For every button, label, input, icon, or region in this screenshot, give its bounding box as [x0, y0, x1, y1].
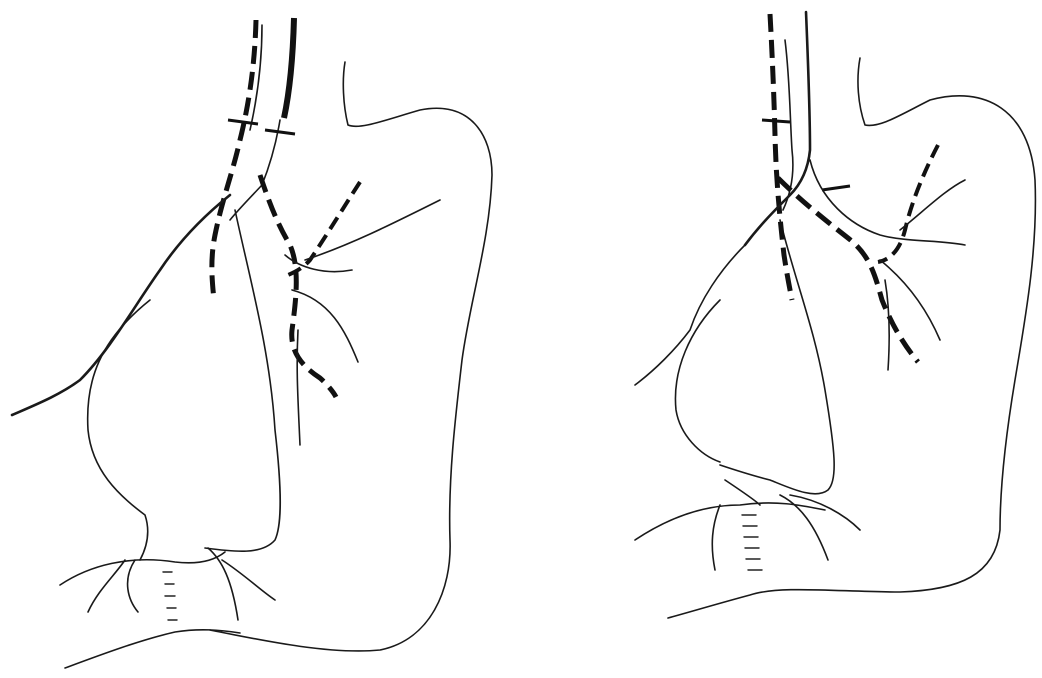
left-celiac-dashed — [288, 182, 360, 275]
right-cut-mark-posterior — [822, 186, 850, 190]
left-posterior-vagus-trunk — [284, 18, 294, 118]
left-esophagus-right-wall — [210, 62, 492, 651]
left-branch-descend-1 — [292, 290, 358, 362]
right-fundus-branch — [900, 180, 965, 230]
right-latarjet-dashed — [778, 178, 918, 362]
left-cut-mark-anterior — [228, 120, 258, 124]
right-esophagus-right-wall — [668, 58, 1035, 618]
left-stomach-fundus — [88, 300, 150, 560]
right-panel — [635, 12, 1035, 618]
left-anterior-vagus-dashed — [212, 20, 256, 300]
right-anterior-vagus-dashed — [770, 14, 792, 300]
right-pyloric-branch-3 — [790, 495, 860, 530]
left-hepatic-branch — [12, 195, 230, 415]
right-branch-sweep — [810, 160, 965, 245]
right-stomach-lesser-curve — [720, 220, 834, 494]
left-duodenum-upper — [60, 552, 225, 585]
right-hepatic-branch — [635, 245, 745, 385]
right-cut-mark-anterior — [762, 120, 790, 122]
left-pyloric-branch-2 — [128, 560, 138, 612]
left-panel — [12, 18, 492, 668]
right-celiac-dashed — [878, 145, 938, 262]
left-cut-mark-posterior — [265, 130, 295, 134]
left-duodenum-lower — [65, 630, 240, 668]
right-duodenum-upper — [635, 503, 825, 540]
left-branch-descend-2 — [297, 330, 300, 445]
right-duodenum-lower — [725, 480, 760, 505]
left-pyloric-branch-4 — [222, 560, 275, 600]
left-stomach-lesser-curve — [205, 210, 280, 551]
left-pyloric-marks — [163, 572, 177, 620]
right-pyloric-marks — [742, 515, 762, 570]
right-stomach-fundus — [675, 300, 720, 462]
right-branch-descend-2 — [885, 280, 889, 370]
left-fundus-branch — [305, 200, 440, 260]
right-pyloric-branch-1 — [712, 505, 720, 570]
